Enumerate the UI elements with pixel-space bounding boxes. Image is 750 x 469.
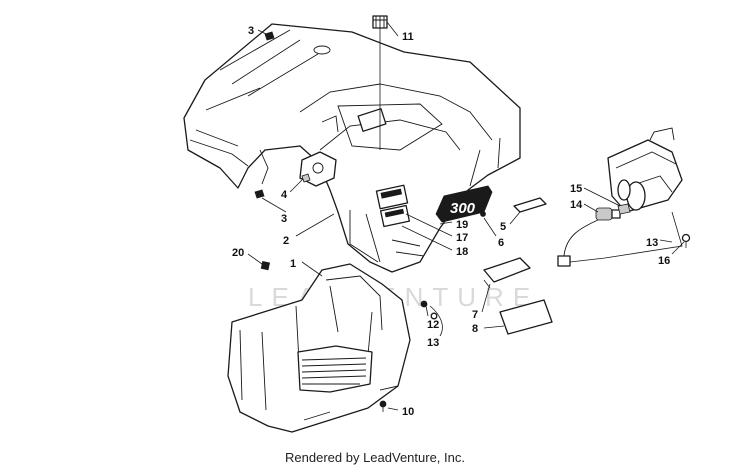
decal-300[interactable]: 300 — [435, 185, 493, 223]
callout-layer: 3 11 4 3 2 20 1 19 17 18 5 6 15 — [232, 21, 685, 418]
warning-label-17[interactable] — [375, 184, 409, 210]
grommet[interactable] — [372, 15, 388, 150]
screw-4[interactable] — [301, 173, 311, 183]
callout-18: 18 — [456, 246, 468, 258]
footwell-guard[interactable] — [227, 263, 411, 433]
callout-12: 13 — [427, 337, 439, 349]
callout-6: 5 — [500, 221, 506, 233]
rear-fender[interactable] — [183, 23, 521, 273]
callout-5: 11 — [402, 31, 414, 43]
render-credit: Rendered by LeadVenture, Inc. — [285, 450, 465, 465]
callout-3-top: 3 — [248, 25, 254, 37]
bolt-10[interactable] — [379, 400, 387, 412]
callout-8: 7 — [472, 309, 478, 321]
callout-7: 6 — [498, 237, 504, 249]
assembly-bracket-line — [569, 211, 683, 263]
warning-label-18[interactable] — [379, 204, 411, 228]
clip-3-lower[interactable] — [254, 189, 265, 199]
clip-3-top[interactable] — [264, 31, 275, 41]
taillight-assembly[interactable] — [607, 127, 683, 213]
callout-11: 12 — [427, 319, 439, 331]
screw-16[interactable] — [681, 233, 691, 249]
nut-11[interactable] — [420, 300, 428, 308]
callout-2: 2 — [283, 235, 289, 247]
callout-3-lower: 3 — [281, 213, 287, 225]
callout-14: 14 — [570, 199, 583, 211]
heat-shield-9[interactable] — [499, 299, 553, 335]
heat-shield-8[interactable] — [483, 257, 531, 283]
callout-4: 4 — [281, 189, 288, 201]
screw-12[interactable] — [429, 305, 443, 337]
callout-10: 10 — [402, 406, 414, 418]
nut-7[interactable] — [480, 211, 486, 217]
callout-17: 17 — [456, 232, 468, 244]
reflector[interactable] — [513, 197, 547, 213]
callout-15: 15 — [570, 183, 582, 195]
clip-20[interactable] — [260, 260, 271, 271]
bulb-socket-14[interactable] — [557, 207, 621, 267]
callout-9: 8 — [472, 323, 478, 335]
bulb-15[interactable] — [617, 203, 631, 215]
callout-1: 1 — [290, 258, 296, 270]
callout-13: 13 — [646, 237, 658, 249]
callout-20: 20 — [232, 247, 244, 259]
callout-19: 19 — [456, 219, 468, 231]
decal-number: 300 — [450, 200, 476, 217]
callout-16: 16 — [658, 255, 670, 267]
